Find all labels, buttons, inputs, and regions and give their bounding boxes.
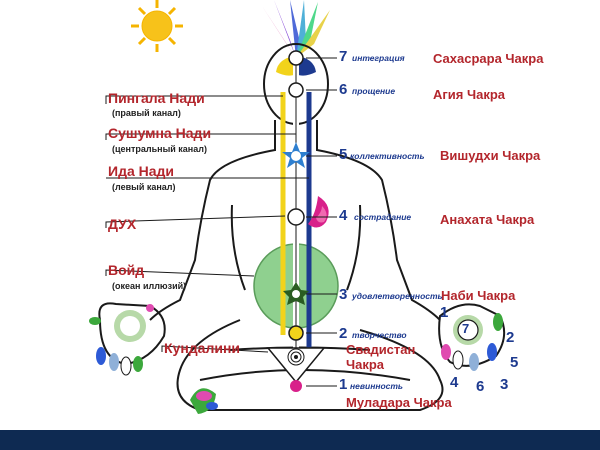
- finger-1-number: 1: [440, 304, 449, 321]
- sushumna-desc: (центральный канал): [112, 144, 207, 154]
- chakra-3-number: 3: [339, 286, 348, 303]
- chakra-5-name: Вишудхи Чакра: [440, 148, 541, 163]
- chakra-6-name: Агия Чакра: [433, 87, 506, 102]
- finger-5-number: 5: [510, 354, 519, 371]
- chakra-1-name: Муладара Чакра: [346, 395, 452, 410]
- crescent-moon-icon: [430, 6, 468, 39]
- sun-icon: [131, 0, 183, 52]
- chakra-4-number: 4: [339, 207, 348, 224]
- ida-desc: (левый канал): [112, 182, 176, 192]
- chakra-7-name: Сахасрара Чакра: [433, 51, 544, 66]
- chakra-1-number: 1: [339, 376, 348, 393]
- finger-4-number: 4: [450, 374, 459, 391]
- pingala-desc: (правый канал): [112, 108, 181, 118]
- chakra-2-quality: творчество: [352, 330, 407, 340]
- ida-label: Ида Нади: [108, 163, 175, 179]
- chakra-2-number: 2: [339, 325, 348, 342]
- void-desc: (океан иллюзий): [112, 281, 187, 291]
- heart-flame-icon: [308, 196, 329, 228]
- chakra-6-number: 6: [339, 81, 348, 98]
- chakra-1-quality: невинность: [350, 381, 403, 391]
- chakra-7-quality: интеграция: [352, 53, 405, 63]
- chakra-4-quality: сострадание: [354, 212, 412, 222]
- sushumna-label: Сушумна Нади: [108, 125, 212, 141]
- bottom-banner: [0, 430, 600, 450]
- spirit-label: ДУХ: [108, 216, 137, 232]
- foot: [190, 388, 218, 414]
- spiral-icon: [287, 348, 305, 366]
- void-label: Войд: [108, 262, 145, 278]
- finger-2-number: 2: [506, 329, 515, 346]
- right-hand: [438, 303, 506, 371]
- chakra-3-quality: удовлетворенность: [352, 291, 443, 301]
- finger-6-number: 6: [476, 378, 485, 395]
- chakra-5-number: 5: [339, 146, 348, 163]
- finger-3-number: 3: [500, 376, 509, 393]
- chakra-6-quality: прощение: [352, 86, 396, 96]
- nabhi-star: [283, 282, 309, 305]
- chakra-3-name: Наби Чакра: [441, 288, 516, 303]
- chakra-5-quality: коллективность: [350, 151, 425, 161]
- palm-number: 7: [462, 321, 470, 336]
- crown-flame-icon: [262, 0, 330, 58]
- chakra-2-name: Свадистан Чакра: [346, 342, 416, 372]
- chakra-4-name: Анахата Чакра: [440, 212, 535, 227]
- left-hand: [89, 302, 166, 376]
- kundalini-label: Кундалини: [164, 340, 241, 356]
- chakra-7-number: 7: [339, 48, 348, 65]
- pingala-label: Пингала Нади: [108, 90, 205, 106]
- vishuddhi-star: [282, 142, 310, 168]
